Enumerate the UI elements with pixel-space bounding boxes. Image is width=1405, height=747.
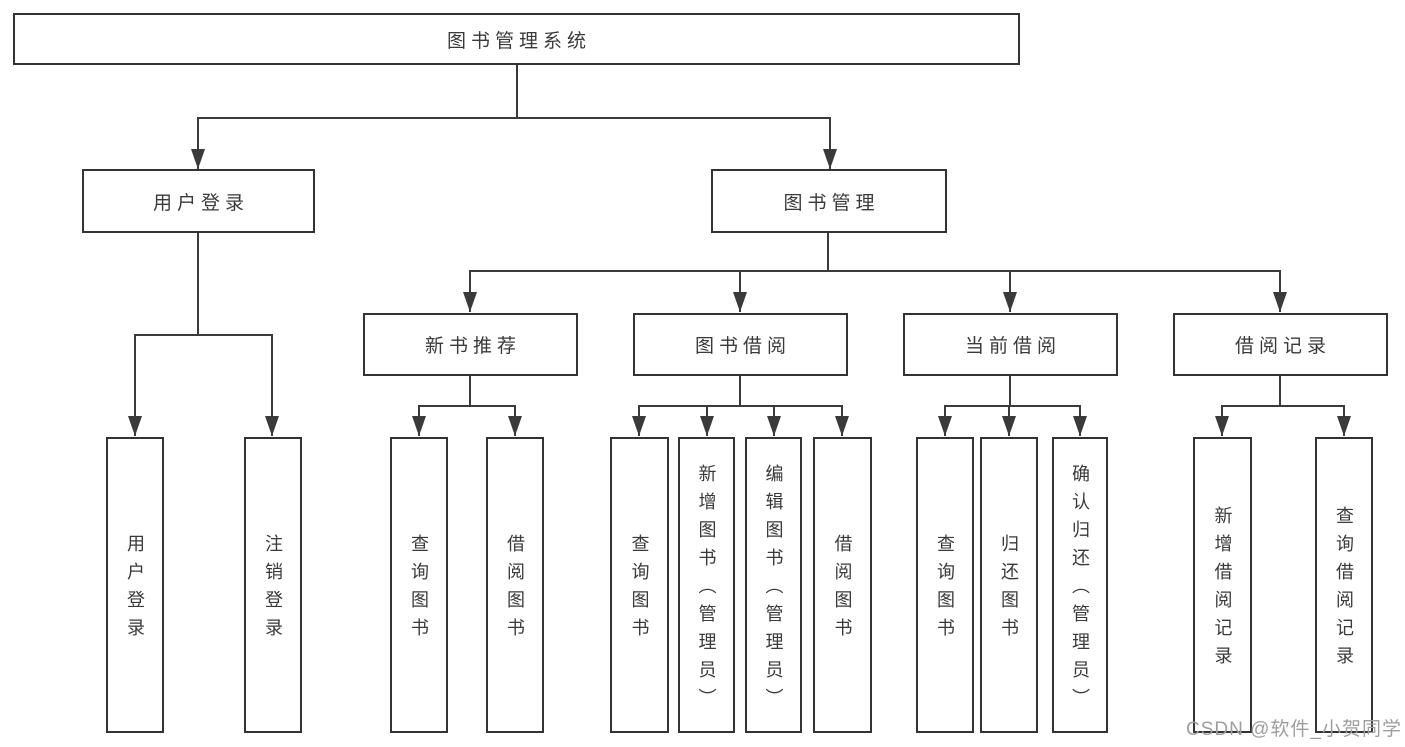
node-label: 借阅图书 <box>505 534 525 646</box>
leaf-query-books-recommend: 查询图书 <box>390 437 448 733</box>
leaf-edit-books-admin: 编辑图书（管理员） <box>745 437 802 733</box>
node-label: 新增借阅记录 <box>1212 506 1233 674</box>
node-label: 新增图书（管理员） <box>696 464 717 716</box>
node-label: 编辑图书（管理员） <box>763 464 784 716</box>
node-label: 查询图书 <box>409 534 429 646</box>
node-label: 查询图书 <box>629 534 650 646</box>
node-label: 当前借阅 <box>964 336 1061 357</box>
leaf-confirm-return-admin: 确认归还（管理员） <box>1052 437 1108 733</box>
node-label: 图书管理 <box>783 192 880 214</box>
leaf-query-books-current: 查询图书 <box>916 437 974 733</box>
node-label: 归还图书 <box>999 534 1019 646</box>
node-label: 用户登录 <box>152 192 249 214</box>
leaf-logout: 注销登录 <box>244 437 302 733</box>
leaf-borrow-books: 借阅图书 <box>813 437 872 733</box>
node-current-borrow: 当前借阅 <box>903 313 1118 376</box>
node-label: 图书管理系统 <box>446 30 591 52</box>
leaf-borrow-books-recommend: 借阅图书 <box>486 437 544 733</box>
node-label: 查询借阅记录 <box>1334 506 1354 674</box>
node-label: 查询图书 <box>935 534 955 646</box>
node-new-book-recommend: 新书推荐 <box>363 313 578 376</box>
leaf-query-books-borrow: 查询图书 <box>610 437 669 733</box>
node-label: 借阅记录 <box>1234 336 1331 357</box>
node-label: 新书推荐 <box>424 336 521 357</box>
node-borrow-records: 借阅记录 <box>1173 313 1388 376</box>
node-label: 确认归还（管理员） <box>1070 464 1090 716</box>
node-library-management-system: 图书管理系统 <box>13 13 1020 65</box>
node-label: 图书借阅 <box>694 336 791 357</box>
leaf-user-login: 用户登录 <box>106 437 164 733</box>
leaf-add-books-admin: 新增图书（管理员） <box>678 437 735 733</box>
node-label: 用户登录 <box>125 534 145 646</box>
node-book-borrow: 图书借阅 <box>633 313 848 376</box>
leaf-query-borrow-record: 查询借阅记录 <box>1315 437 1373 733</box>
leaf-add-borrow-record: 新增借阅记录 <box>1193 437 1252 733</box>
node-book-management: 图书管理 <box>711 169 947 233</box>
node-label: 借阅图书 <box>832 534 853 646</box>
csdn-watermark: CSDN @软件_小贺同学 <box>1186 719 1402 740</box>
node-label: 注销登录 <box>263 534 283 646</box>
node-user-login: 用户登录 <box>82 169 315 233</box>
leaf-return-books: 归还图书 <box>980 437 1038 733</box>
